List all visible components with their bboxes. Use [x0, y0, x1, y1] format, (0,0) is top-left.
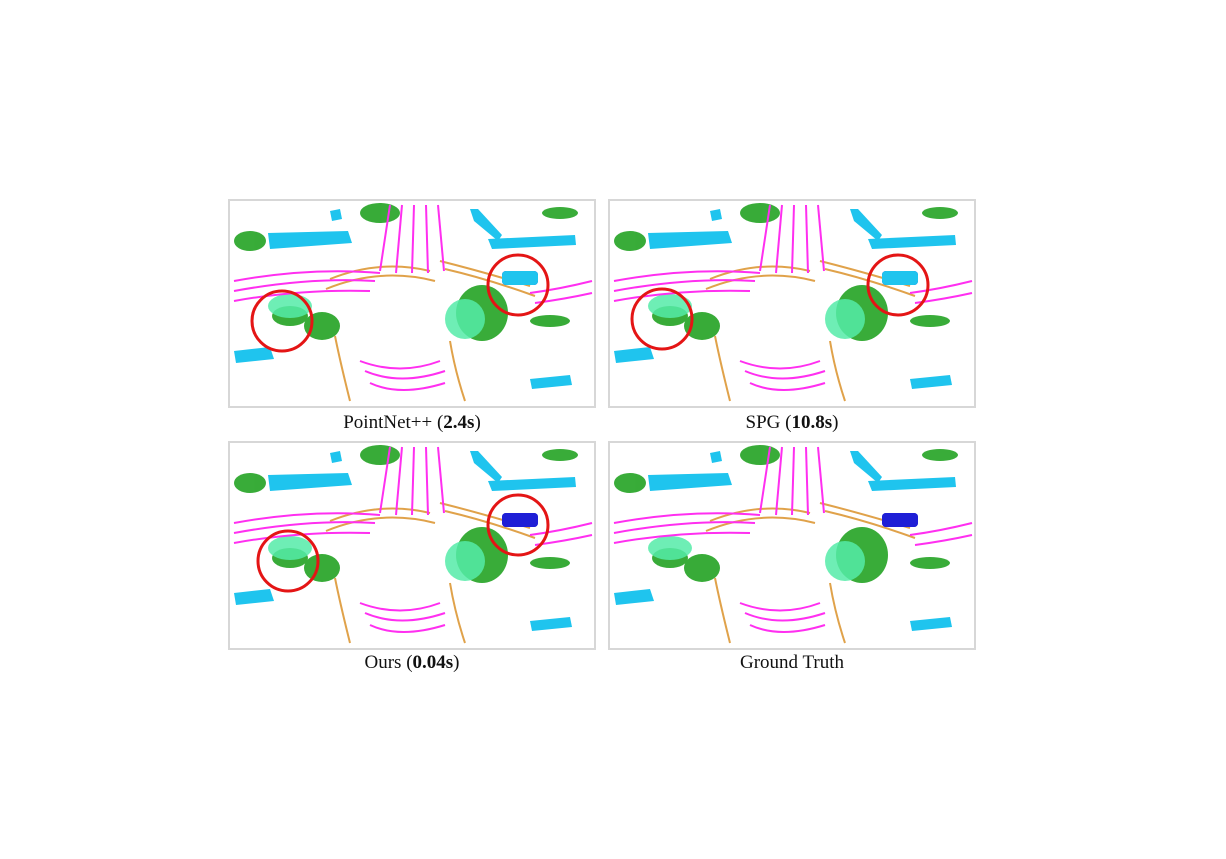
caption-time-ours: 0.04s [412, 652, 454, 673]
caption-method-ours: Ours [364, 652, 402, 673]
highlight-circle-pointnet-1 [250, 289, 314, 353]
highlight-circle-spg-1 [630, 287, 694, 351]
segmentation-image-ours [233, 444, 593, 644]
segmentation-image-ground-truth [613, 444, 973, 644]
highlight-circle-ours-1 [256, 529, 320, 593]
panel-pointnet [228, 199, 596, 408]
panel-ground-truth [608, 441, 976, 650]
caption-spg: SPG (10.8s) [745, 412, 839, 433]
caption-time-pointnet: 2.4s [443, 412, 475, 433]
segmentation-image-pointnet [233, 202, 593, 402]
panel-spg [608, 199, 976, 408]
caption-method-pointnet: PointNet++ [343, 412, 433, 433]
highlight-circle-pointnet-2 [486, 253, 550, 317]
caption-text-ground-truth: Ground Truth [740, 652, 844, 673]
caption-ground-truth: Ground Truth [608, 651, 976, 675]
car-points-pointnet [502, 271, 538, 285]
caption-ours: Ours (0.04s) [364, 652, 460, 673]
panel-ours [228, 441, 596, 650]
caption-time-spg: 10.8s [791, 412, 833, 433]
segmentation-image-spg [613, 202, 973, 402]
car-points-ours [502, 513, 538, 527]
car-points-gt [882, 513, 918, 527]
car-points-spg [882, 271, 918, 285]
highlight-circle-ours-2 [486, 493, 550, 557]
caption-method-spg: SPG [745, 412, 781, 433]
caption-pointnet: PointNet++ (2.4s) [343, 412, 481, 433]
highlight-circle-spg-2 [866, 253, 930, 317]
